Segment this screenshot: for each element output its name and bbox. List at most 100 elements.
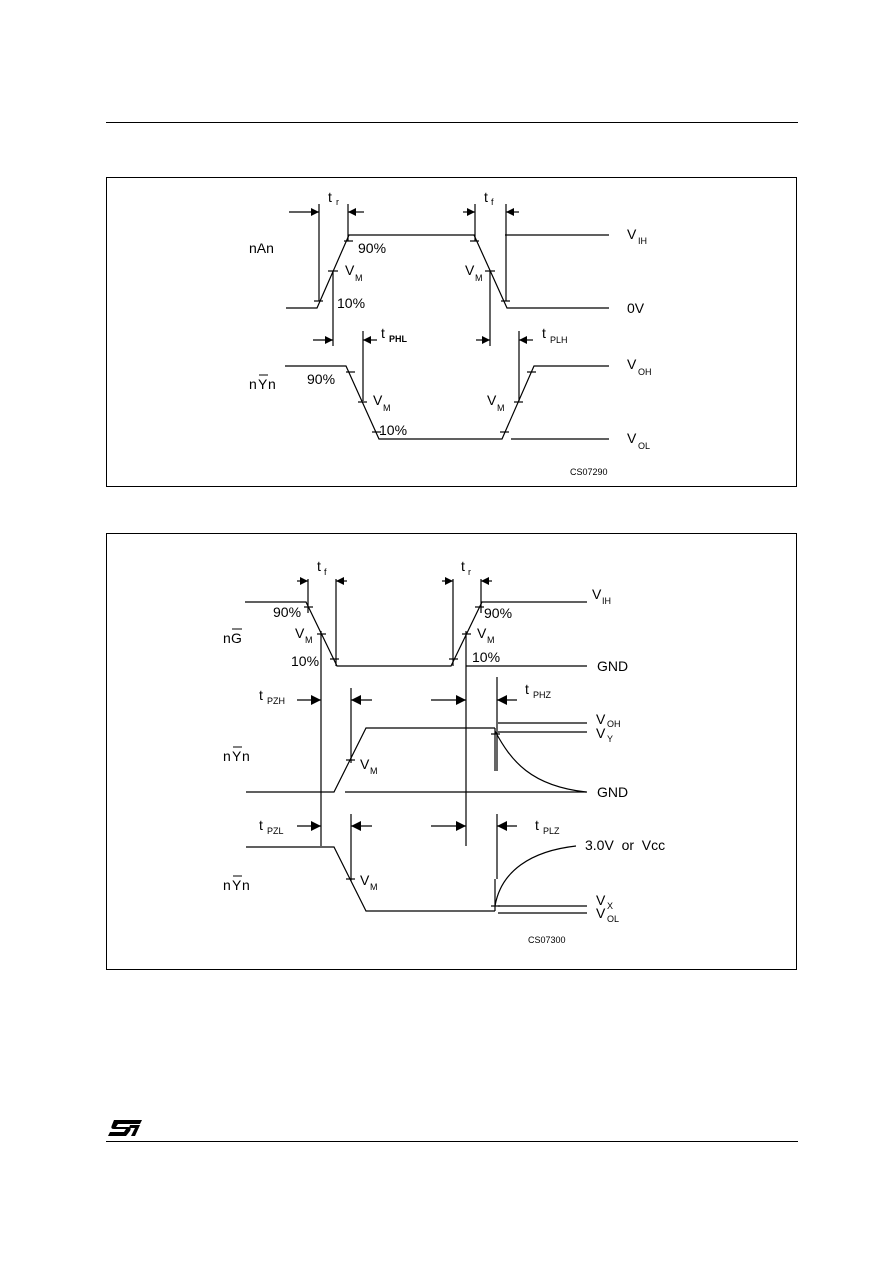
svg-text:V: V (360, 756, 370, 772)
nyn-signal-label: n Y n (249, 374, 276, 392)
svg-text:Y: Y (232, 748, 242, 764)
pct-10-left: 10% (291, 653, 319, 669)
nyn-pzl-signal-label: n Y n (223, 875, 250, 893)
svg-text:PLH: PLH (550, 335, 568, 345)
svg-text:M: M (487, 635, 495, 645)
figure-1-code: CS07290 (570, 467, 608, 477)
svg-text:V: V (596, 711, 606, 727)
ng-waveform (245, 601, 587, 667)
figure-2-code: CS07300 (528, 935, 566, 945)
vcc-level-label: 3.0V or Vcc (585, 837, 665, 853)
svg-text:X: X (607, 901, 613, 911)
svg-text:n: n (249, 376, 257, 392)
svg-text:OH: OH (607, 719, 621, 729)
zero-volt-label: 0V (627, 300, 645, 316)
gnd-label-2: GND (597, 784, 628, 800)
svg-text:PHZ: PHZ (533, 690, 552, 700)
svg-text:n: n (242, 877, 250, 893)
svg-text:V: V (627, 226, 637, 242)
svg-text:IH: IH (602, 596, 611, 606)
svg-text:V: V (596, 892, 606, 908)
svg-text:V: V (465, 262, 475, 278)
pct-90-left: 90% (273, 604, 301, 620)
svg-text:V: V (596, 905, 606, 921)
svg-text:OL: OL (638, 441, 650, 451)
svg-text:M: M (383, 403, 391, 413)
svg-text:t: t (461, 558, 465, 574)
svg-text:PHL: PHL (389, 334, 408, 344)
svg-text:OL: OL (607, 914, 619, 924)
svg-text:G: G (231, 630, 242, 646)
nan-waveform (286, 234, 546, 309)
svg-text:V: V (592, 586, 602, 602)
pct-10-right: 10% (472, 649, 500, 665)
svg-text:r: r (468, 567, 471, 577)
pct-10-output: 10% (379, 422, 407, 438)
svg-text:V: V (596, 725, 606, 741)
svg-text:IH: IH (638, 236, 647, 246)
phz-decay-curve (494, 730, 587, 793)
svg-text:V: V (373, 392, 383, 408)
svg-text:n: n (268, 376, 276, 392)
svg-text:OH: OH (638, 367, 652, 377)
pct-90-right: 90% (484, 605, 512, 621)
svg-text:Y: Y (232, 877, 242, 893)
svg-text:f: f (491, 197, 494, 207)
svg-text:PZL: PZL (267, 826, 284, 836)
nyn-waveform (285, 365, 609, 440)
svg-text:t: t (259, 817, 263, 833)
svg-text:M: M (305, 635, 313, 645)
svg-text:M: M (355, 273, 363, 283)
svg-text:V: V (345, 262, 355, 278)
svg-text:t: t (542, 325, 546, 341)
svg-text:t: t (535, 817, 539, 833)
svg-text:V: V (627, 356, 637, 372)
svg-text:r: r (336, 197, 339, 207)
header-rule (106, 122, 798, 123)
svg-text:V: V (477, 625, 487, 641)
st-logo: ST (108, 1120, 142, 1136)
svg-text:n: n (223, 748, 231, 764)
ng-signal-label: n G (223, 628, 242, 646)
svg-text:t: t (259, 687, 263, 703)
svg-text:n: n (242, 748, 250, 764)
svg-text:PLZ: PLZ (543, 826, 560, 836)
svg-text:t: t (328, 189, 332, 205)
svg-text:M: M (370, 766, 378, 776)
svg-text:V: V (360, 872, 370, 888)
footer-rule (106, 1141, 798, 1142)
nan-signal-label: nAn (249, 240, 274, 256)
svg-text:t: t (525, 681, 529, 697)
gnd-label-1: GND (597, 658, 628, 674)
svg-text:t: t (317, 558, 321, 574)
svg-text:PZH: PZH (267, 696, 285, 706)
svg-text:M: M (475, 273, 483, 283)
svg-text:Y: Y (258, 376, 268, 392)
